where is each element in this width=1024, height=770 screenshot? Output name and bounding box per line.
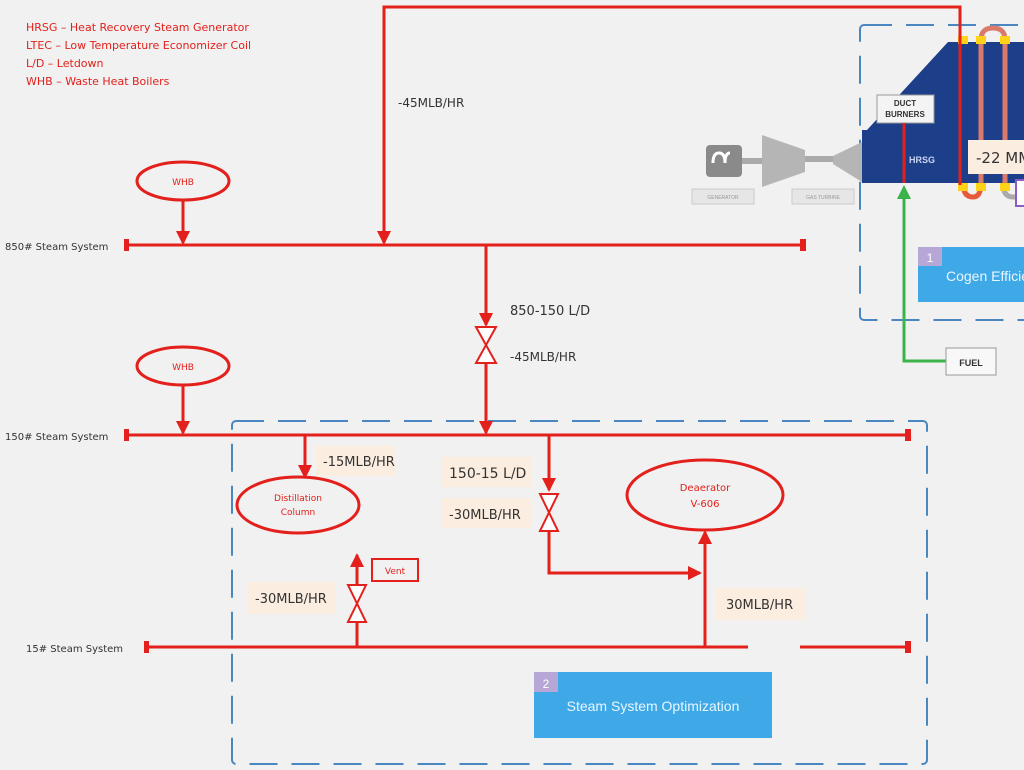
whb-label: WHB: [172, 178, 194, 188]
letdown-flow-label: -30MLB/HR: [449, 508, 521, 523]
hrsg-flow-label: -45MLB/HR: [398, 96, 464, 110]
legend-item: L/D – Letdown: [26, 57, 104, 70]
hrsg-flow-box: [968, 140, 1024, 174]
gas-turbine-label: GAS TURBINE: [806, 195, 840, 201]
hrsg-unit: DUCT BURNERS HRSG -22 MM: [862, 25, 1024, 207]
deaerator-label: V-606: [691, 499, 720, 510]
deaerator-node: [625, 458, 785, 532]
duct-burners-box: [876, 94, 935, 124]
distillation-label: Column: [281, 508, 315, 518]
deaerator-label: Deaerator: [680, 483, 731, 494]
hrsg-label: HRSG: [909, 155, 935, 165]
steam-optimization-boundary: [231, 420, 928, 765]
legend-item: LTEC – Low Temperature Economizer Coil: [26, 39, 251, 52]
hrsg-steam-line: [377, 5, 962, 245]
legend-item: HRSG – Heat Recovery Steam Generator: [26, 21, 249, 34]
header-label-15: 15# Steam System: [26, 644, 123, 655]
cogen-efficiency-callout[interactable]: 1 Cogen Efficiency: [918, 247, 1024, 302]
callout-number: 2: [543, 677, 550, 691]
whb-label: WHB: [172, 363, 194, 373]
fuel-label: FUEL: [959, 358, 983, 368]
vent-valve-icon: [346, 584, 368, 623]
vent-box: [371, 558, 419, 582]
steam-system-optimization-callout[interactable]: 2 Steam System Optimization: [534, 672, 772, 738]
compressor-icon: [762, 135, 805, 187]
distillation-label: Distillation: [274, 494, 322, 504]
abbreviation-legend: HRSG – Heat Recovery Steam Generator LTE…: [26, 21, 251, 88]
callout-number: 1: [927, 251, 934, 265]
header-label-850: 850# Steam System: [5, 242, 108, 253]
fuel-box: [945, 347, 997, 376]
gas-turbine-train: GENERATOR GAS TURBINE: [691, 135, 862, 205]
duct-burners-label: DUCT: [894, 99, 916, 108]
cogen-boundary: [859, 24, 1024, 321]
generator-label: GENERATOR: [707, 195, 739, 201]
distillation-column-node: [235, 475, 361, 535]
letdown-label: 850-150 L/D: [510, 304, 590, 319]
deaerator-flow-label: 30MLB/HR: [726, 598, 793, 613]
letdown-valve-icon: [538, 493, 560, 532]
letdown-valve-icon: [474, 326, 498, 364]
vent-flow-label: -30MLB/HR: [255, 592, 327, 607]
distillation-flow-label: -15MLB/HR: [323, 455, 395, 470]
duct-burners-label: BURNERS: [885, 110, 925, 119]
letdown-flow-label: -45MLB/HR: [510, 350, 576, 364]
callout-label: Cogen Efficiency: [946, 268, 1024, 284]
fuel-line: [897, 185, 946, 363]
header-label-150: 150# Steam System: [5, 432, 108, 443]
vent-label: Vent: [385, 567, 406, 577]
hrsg-flow-label: -22 MM: [976, 149, 1024, 167]
callout-label: Steam System Optimization: [567, 698, 740, 714]
turbine-icon: [833, 142, 862, 182]
letdown-label: 150-15 L/D: [449, 466, 526, 482]
legend-item: WHB – Waste Heat Boilers: [26, 75, 170, 88]
